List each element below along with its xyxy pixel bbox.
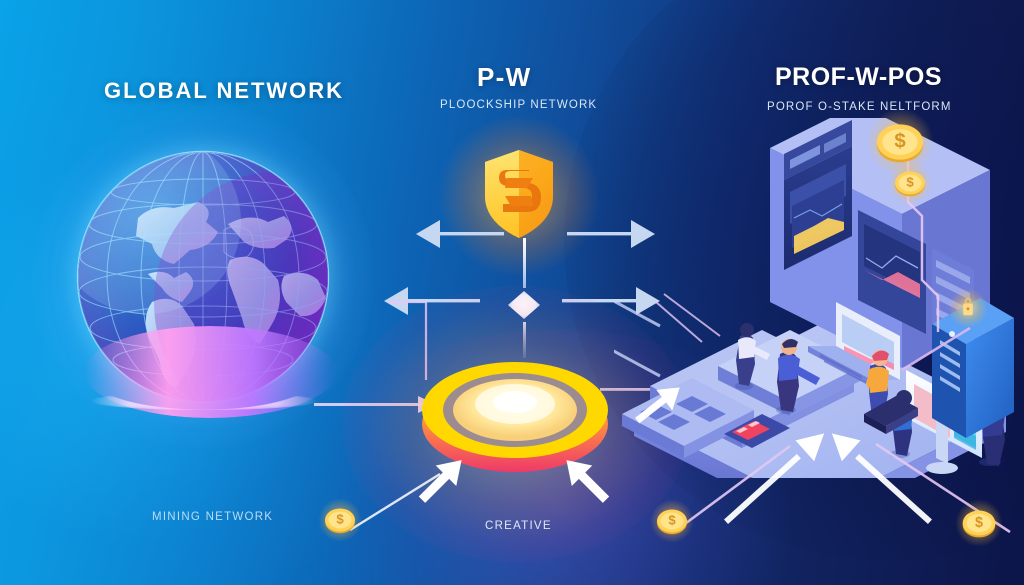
subtitle-right: POROF O-STAKE NELTFORM xyxy=(767,101,952,113)
arrow-platform-inbound-a xyxy=(628,378,688,432)
coin-bottom-right-a: $ xyxy=(650,499,694,543)
coin-graphic: $ xyxy=(895,171,925,197)
device-block xyxy=(864,396,918,434)
coin-graphic: $ xyxy=(962,510,996,538)
arrow-platform-inbound-c xyxy=(806,424,956,534)
arrow-coin-inbound-left xyxy=(408,452,472,510)
coin-graphic: $ xyxy=(325,508,355,534)
globe-neon-ring-highlight xyxy=(90,392,318,410)
coin-graphic: $ xyxy=(876,124,924,163)
coin-bottom-center: $ xyxy=(318,498,362,542)
arrow-shield-right xyxy=(565,217,657,251)
arrow-node-right xyxy=(560,284,662,318)
coin-graphic xyxy=(963,298,973,316)
control-console xyxy=(622,378,754,458)
page-title-center: P-W xyxy=(477,62,532,92)
shield-graphic xyxy=(485,150,553,238)
rails xyxy=(607,296,661,378)
page-title-left: GLOBAL NETWORK xyxy=(104,78,344,103)
page-title-right: PROF-W-POS xyxy=(775,63,942,91)
svg-text:$: $ xyxy=(906,175,914,190)
coin-graphic: $ xyxy=(657,509,687,535)
disc-graphic xyxy=(422,362,608,472)
figure-analyst-a xyxy=(735,323,770,390)
svg-text:$: $ xyxy=(975,515,983,531)
svg-text:$: $ xyxy=(336,512,344,527)
global-network-globe xyxy=(32,106,374,448)
arrow-coin-inbound-right xyxy=(556,452,620,510)
caption-creative: CREATIVE xyxy=(485,520,552,532)
arrow-shield-left xyxy=(414,217,506,251)
subtitle-center: PLOOCKSHIP NETWORK xyxy=(440,99,598,111)
figure-orange xyxy=(866,350,889,422)
coin-bottom-right-b: $ xyxy=(955,499,1003,547)
security-shield-icon xyxy=(439,112,599,280)
monitor-cluster-left-top xyxy=(784,120,852,180)
svg-text:$: $ xyxy=(668,513,676,528)
svg-text:$: $ xyxy=(894,130,906,152)
caption-mining-network: MINING NETWORK xyxy=(152,511,274,523)
coin-mid-right-lock xyxy=(948,288,988,328)
keypad xyxy=(724,414,790,448)
figure-analyst-b xyxy=(776,338,820,414)
coin-top-right-small: $ xyxy=(888,161,932,205)
monitor-cluster-left xyxy=(784,146,852,270)
